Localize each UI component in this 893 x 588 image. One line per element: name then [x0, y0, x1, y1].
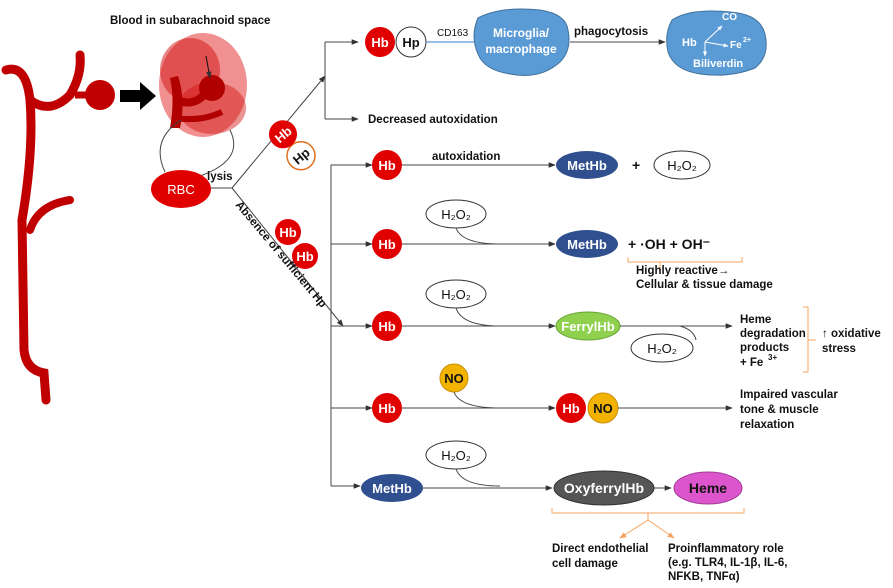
- p4-hb: Hb: [372, 393, 402, 423]
- p3-h2o2-bottom: H₂O₂: [630, 333, 694, 363]
- svg-text:H₂O₂: H₂O₂: [441, 448, 471, 463]
- svg-text:OxyferrylHb: OxyferrylHb: [564, 480, 644, 496]
- svg-text:(e.g. TLR4, IL-1β, IL-6,: (e.g. TLR4, IL-1β, IL-6,: [668, 557, 787, 569]
- autoxidation-label: autoxidation: [432, 151, 500, 163]
- p5-oxyferrylhb: OxyferrylHb: [553, 470, 655, 506]
- hb-hp-pair: Hp Hb: [269, 120, 316, 171]
- p4-hb-no: Hb NO: [556, 392, 619, 424]
- rbc-node: RBC: [151, 170, 211, 208]
- svg-text:Proinflammatory role: Proinflammatory role: [668, 543, 784, 555]
- p3-h2o2-top: H₂O₂: [425, 279, 487, 309]
- svg-text:NO: NO: [593, 401, 613, 416]
- decreased-autoxidation: Decreased autoxidation: [368, 114, 498, 126]
- svg-text:MetHb: MetHb: [567, 237, 607, 252]
- p3-hb: Hb: [372, 311, 402, 341]
- p5-methb: MetHb: [361, 474, 423, 502]
- microglia-node: Microglia/ macrophage: [473, 8, 570, 76]
- p2-h2o2: H₂O₂: [425, 199, 487, 229]
- p2-note2: Cellular & tissue damage: [636, 279, 773, 291]
- p1-h2o2: H₂O₂: [653, 150, 711, 180]
- breakdown-node: Hb CO Fe 2+ Biliverdin: [666, 10, 767, 76]
- svg-text:MetHb: MetHb: [567, 158, 607, 173]
- svg-text:Hb: Hb: [378, 401, 395, 416]
- svg-text:products: products: [740, 342, 789, 354]
- svg-text:CO: CO: [722, 12, 737, 23]
- svg-text:NFKB, TNFα): NFKB, TNFα): [668, 571, 740, 583]
- svg-text:stress: stress: [822, 343, 856, 355]
- svg-text:Hb: Hb: [378, 237, 395, 252]
- oxidative-stress: ↑ oxidative: [822, 328, 881, 340]
- lysis-label: lysis: [207, 171, 233, 183]
- svg-text:macrophage: macrophage: [485, 42, 557, 56]
- svg-text:Hp: Hp: [402, 35, 419, 50]
- svg-text:tone & muscle: tone & muscle: [740, 404, 819, 416]
- svg-text:+: +: [632, 157, 640, 173]
- svg-text:H₂O₂: H₂O₂: [667, 158, 697, 173]
- svg-text:H₂O₂: H₂O₂: [441, 287, 471, 302]
- svg-text:relaxation: relaxation: [740, 419, 794, 431]
- p1-methb: MetHb: [556, 151, 618, 179]
- svg-text:Heme: Heme: [689, 480, 727, 496]
- p1-hb: Hb: [372, 150, 402, 180]
- svg-text:Hb: Hb: [378, 319, 395, 334]
- svg-text:Direct endothelial: Direct endothelial: [552, 543, 649, 555]
- p2-products: + ·OH + OH⁻: [628, 236, 710, 252]
- p5-heme: Heme: [673, 471, 743, 505]
- rbc-label: RBC: [167, 182, 194, 197]
- svg-text:degradation: degradation: [740, 328, 806, 340]
- svg-text:Hb: Hb: [682, 37, 697, 49]
- svg-text:Hb: Hb: [562, 401, 579, 416]
- p3-ferrylhb: FerrylHb: [555, 311, 621, 341]
- svg-text:Hb: Hb: [378, 158, 395, 173]
- svg-text:3+: 3+: [768, 353, 777, 362]
- svg-text:Hb: Hb: [296, 249, 313, 264]
- p2-note1: Highly reactive→: [636, 265, 729, 277]
- svg-text:+ Fe: + Fe: [740, 357, 763, 369]
- p4-no-top: NO: [439, 363, 469, 393]
- p2-hb: Hb: [372, 229, 402, 259]
- blood-cloud: [159, 33, 247, 137]
- blood-label: Blood in subarachnoid space: [110, 15, 270, 27]
- p5-h2o2: H₂O₂: [425, 440, 487, 470]
- svg-text:H₂O₂: H₂O₂: [647, 341, 677, 356]
- svg-text:FerrylHb: FerrylHb: [561, 319, 615, 334]
- svg-text:H₂O₂: H₂O₂: [441, 207, 471, 222]
- svg-text:Hb: Hb: [371, 35, 388, 50]
- hb-pair: Hb Hb: [275, 219, 318, 269]
- svg-text:cell damage: cell damage: [552, 558, 618, 570]
- svg-text:Microglia/: Microglia/: [493, 26, 550, 40]
- svg-text:Biliverdin: Biliverdin: [693, 58, 743, 70]
- svg-text:MetHb: MetHb: [372, 481, 412, 496]
- phagocytosis-label: phagocytosis: [574, 26, 648, 38]
- svg-text:Heme: Heme: [740, 314, 771, 326]
- svg-text:2+: 2+: [743, 37, 751, 44]
- p2-methb: MetHb: [556, 230, 618, 258]
- hb-hp-complex: Hb Hp: [365, 26, 427, 58]
- svg-text:Fe: Fe: [730, 40, 742, 51]
- artery-illustration: [1, 50, 156, 405]
- svg-text:Impaired vascular: Impaired vascular: [740, 389, 838, 401]
- cd163-label: CD163: [437, 28, 469, 39]
- svg-text:NO: NO: [444, 371, 464, 386]
- svg-text:Hb: Hb: [279, 225, 296, 240]
